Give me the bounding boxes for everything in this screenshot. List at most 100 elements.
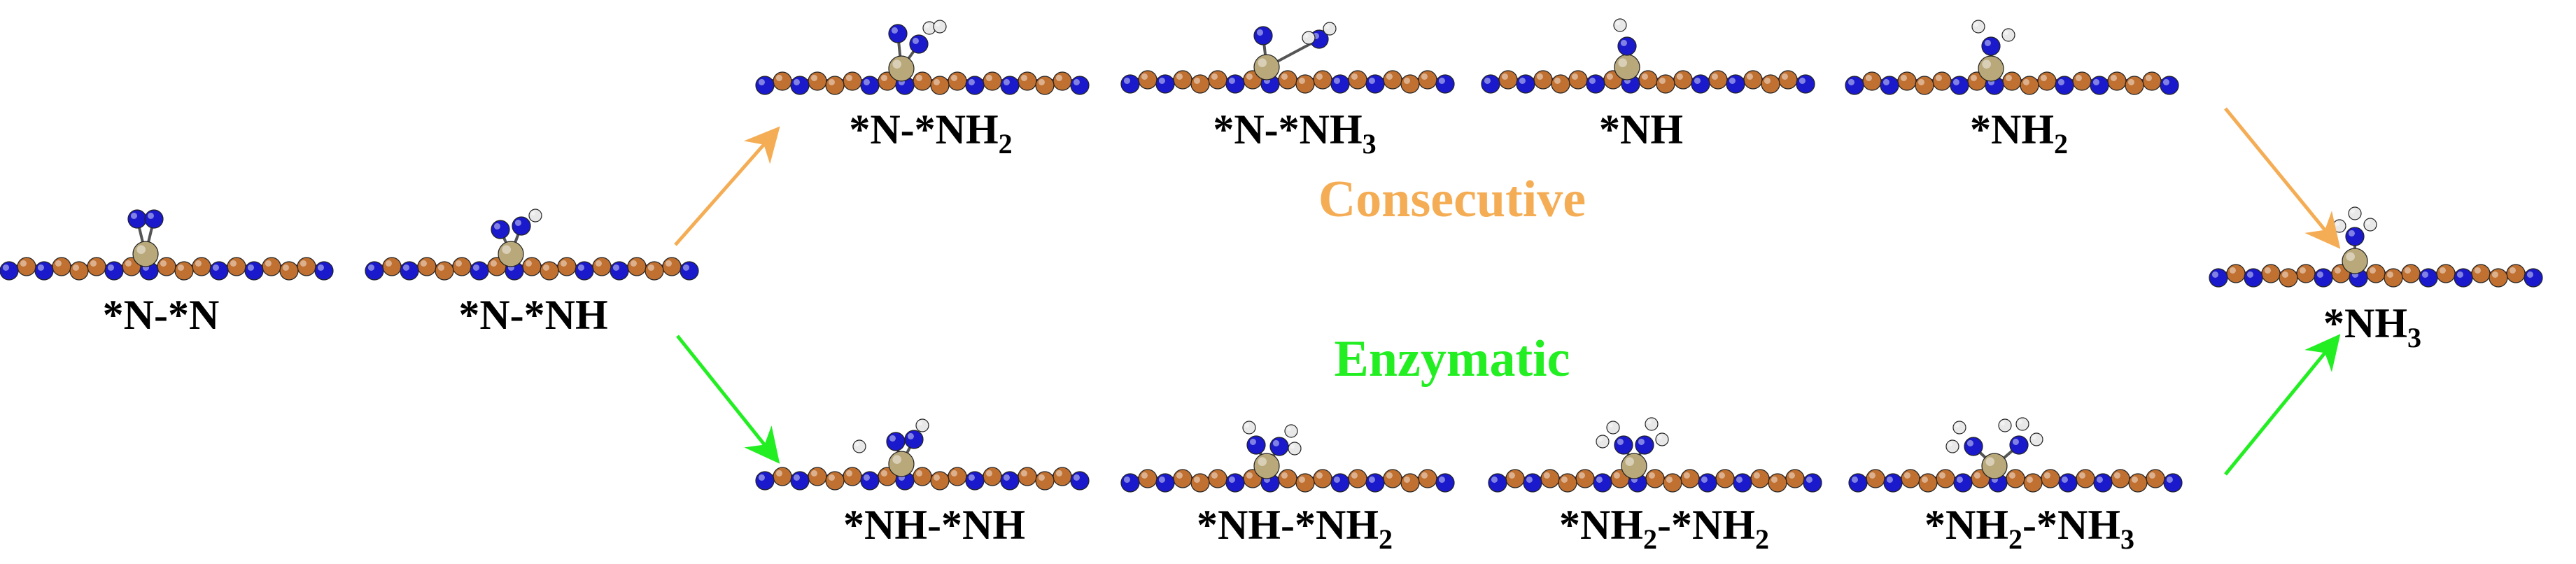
substrate-atom-c [1208,70,1227,90]
substrate-atom-n-highlight [863,474,870,481]
substrate-atom-c [1498,70,1518,90]
species-label-text: *NH [1970,106,2054,153]
substrate-atom-c [808,467,827,486]
substrate-atom-c [69,261,89,281]
adsorbate-nitrogen-atom [491,220,510,239]
substrate-atom-n [1488,473,1507,493]
substrate-atom-c-highlight [1141,472,1148,479]
substrate-atom-c [1295,74,1315,94]
substrate-atom-n-highlight [1847,78,1854,85]
substrate-atom-c-highlight [1718,472,1725,479]
substrate-atom-n [1000,76,1020,95]
substrate-atom-n-highlight [247,264,255,272]
substrate-atom-c-highlight [2148,472,2155,479]
substrate-atom-c [1901,469,1920,488]
substrate-atom-c-highlight [1211,472,1218,479]
adsorbate-nitrogen-atom-highlight [1617,438,1624,445]
substrate-atom-c [1295,473,1315,493]
substrate-atom-c-highlight [1298,77,1305,84]
substrate-atom-n [1000,471,1020,491]
substrate-atom-c [227,257,246,276]
substrate-atom-n [965,471,985,491]
species-label-text: *NH [1599,106,1683,153]
substrate-atom-n [2314,268,2333,288]
substrate-atom-n [2090,76,2109,95]
substrate-atom-c-highlight [828,78,835,85]
species-label-subscript: 2 [1643,523,1658,555]
substrate-atom-c-highlight [810,470,817,477]
substrate-atom-n [1155,74,1175,94]
substrate-atom-n [470,261,489,281]
adsorbate-hydrogen-atom-highlight [2004,30,2009,35]
adsorbate-nitrogen-atom [1981,36,2001,56]
substrate-atom-c-highlight [2509,267,2516,274]
adsorbate-nitrogen-atom-highlight [907,432,914,439]
substrate-atom-n [2160,76,2179,95]
adsorbate-nitrogen-atom-highlight [1256,29,1263,36]
substrate-atom-n-highlight [1003,78,1010,85]
substrate-atom-c-highlight [933,474,940,481]
substrate-atom-n-highlight [1158,476,1165,483]
adsorbate-nitrogen-atom [888,24,908,43]
substrate-atom-n [1481,74,1500,94]
substrate-atom-n [1953,473,1973,493]
substrate-atom-c [157,257,176,276]
substrate-atom-c [1190,74,1210,94]
substrate-atom-c [522,257,542,276]
substrate-atom-n-highlight [1438,476,1445,483]
substrate-atom-n-highlight [472,264,479,272]
substrate-atom-n-highlight [1694,77,1701,84]
substrate-atom-n [1845,76,1864,95]
species-label-nh-nh2: *NH-*NH2 [1197,504,1393,554]
adsorbate-hydrogen-atom [1606,421,1620,435]
substrate-atom-n-highlight [1438,77,1445,84]
substrate-atom-c-highlight [1917,78,1924,85]
substrate-atom-c [1673,70,1693,90]
substrate-atom-c-highlight [2439,267,2446,274]
substrate-atom-c [52,257,71,276]
structure-nh2-nh2 [1488,417,1822,493]
adsorbate-nitrogen-atom [1617,36,1637,56]
adsorbate-hydrogen-atom [2348,206,2362,220]
substrate-atom-n [209,261,229,281]
substrate-atom-c-highlight [2075,74,2082,81]
substrate-atom-c-highlight [2404,267,2411,274]
substrate-atom-c [1313,469,1332,488]
adsorbate-nitrogen-atom [144,209,164,229]
structure-n-nh2 [755,20,1090,95]
adsorbate-hydrogen-atom-highlight [1973,22,1979,27]
adsorbate-nitrogen-atom [1964,437,1983,456]
substrate-atom-c-highlight [2386,271,2393,279]
substrate-atom-n-highlight [1701,476,1708,483]
metal-center-atom [1253,453,1280,479]
substrate-atom-n [34,261,54,281]
substrate-atom-c-highlight [880,74,887,81]
substrate-atom-n-highlight [367,264,374,272]
substrate-atom-c-highlight [90,260,97,267]
substrate-atom-c [627,257,647,276]
substrate-atom-n-highlight [758,474,765,481]
substrate-atom-n-highlight [1882,78,1889,85]
species-label-subscript: 3 [1362,128,1377,160]
metal-center-atom [498,241,524,267]
adsorbate-hydrogen-atom [1596,435,1610,449]
substrate-atom-c-highlight [1038,474,1045,481]
adsorbate-hydrogen-atom-highlight [854,442,859,446]
substrate-atom-c-highlight [1578,472,1585,479]
substrate-atom-n [1848,473,1868,493]
substrate-atom-c [2279,268,2298,288]
substrate-atom-c-highlight [1641,73,1648,80]
substrate-atom-n [2419,268,2438,288]
adsorbate-nitrogen-atom-highlight [130,212,137,220]
species-label-nh2: *NH2 [1970,108,2068,158]
species-label-subscript: 3 [2120,523,2134,555]
substrate-atom-c [1418,469,1437,488]
substrate-atom-c-highlight [2043,472,2050,479]
substrate-atom-c-highlight [1781,73,1788,80]
substrate-atom-c-highlight [2229,267,2236,274]
substrate-atom-n [1365,74,1385,94]
substrate-atom-c-highlight [1246,73,1253,80]
species-label-nh2-nh3: *NH2-*NH3 [1924,504,2134,554]
substrate-atom-c [1383,469,1402,488]
structure-nh-nh2 [1120,421,1455,493]
